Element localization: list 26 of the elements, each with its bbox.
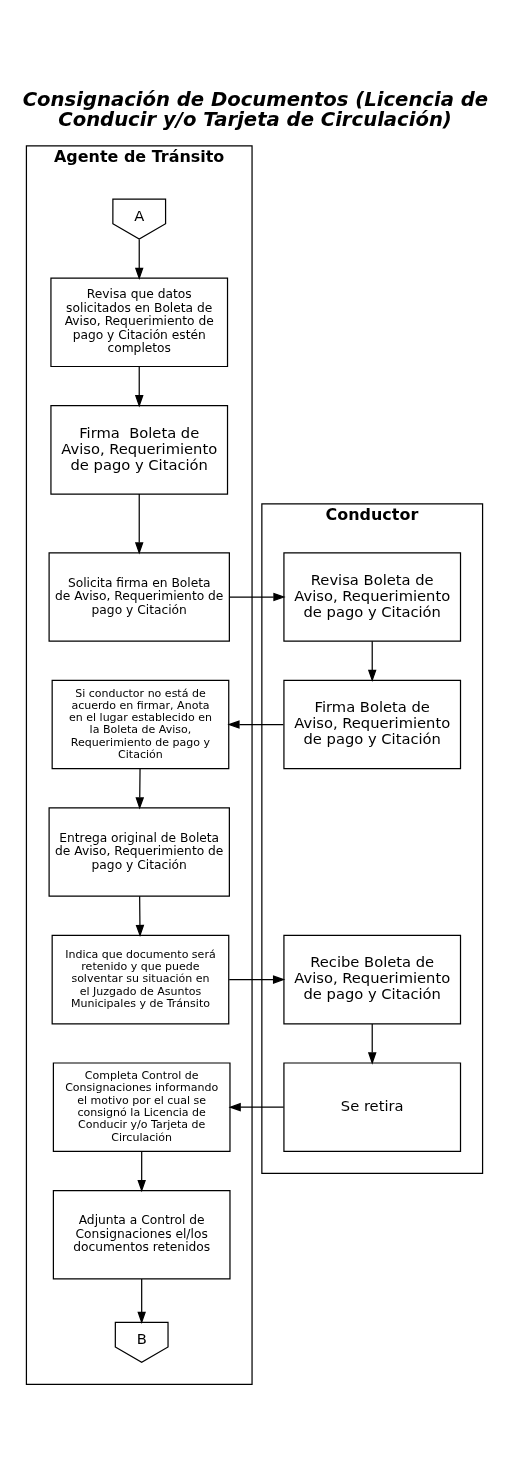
node-box: Revisa que datos solicitados en Boleta de Aviso, Requerimiento de pago y Citación estén completos xyxy=(50,277,229,367)
arrow xyxy=(367,1022,377,1065)
arrow xyxy=(135,895,145,937)
node-box: Se retira xyxy=(283,1061,462,1152)
node-box: Entrega original de Boleta de Aviso, Requerimiento de pago y Citación xyxy=(48,806,230,897)
arrow xyxy=(367,640,377,682)
node-box: Completa Control de Consignaciones informando el motivo por el cual se consignó la Licencia de Conducir y/o Tarjeta de Circulación xyxy=(52,1061,231,1152)
node-box: Firma Boleta de Aviso, Requerimiento de pago y Citación xyxy=(283,679,462,769)
diagram-title: Consignación de Documentos (Licencia de Conducir y/o Tarjeta de Circulación) xyxy=(22,87,489,131)
arrow xyxy=(137,1150,146,1192)
arrow xyxy=(137,1277,146,1324)
node-box: Firma Boleta de Aviso, Requerimiento de pago y Citación xyxy=(50,404,229,495)
arrow xyxy=(134,493,144,555)
arrow xyxy=(135,767,145,810)
node-box: Adjunta a Control de Consignaciones el/los documentos retenidos xyxy=(52,1189,231,1279)
node-box: Revisa Boleta de Aviso, Requerimiento de pago y Citación xyxy=(283,551,462,642)
arrow xyxy=(134,238,144,280)
node-box: Solicita firma en Boleta de Aviso, Requerimiento de pago y Citación xyxy=(48,551,230,642)
arrow xyxy=(228,974,286,984)
node-box: Si conductor no está de acuerdo en firmar, Anota en el lugar establecido en la Boleta de Aviso, Requerimiento de pago y Citación xyxy=(51,679,230,769)
node-box: Recibe Boleta de Aviso, Requerimiento de pago y Citación xyxy=(283,934,462,1024)
arrow xyxy=(229,592,286,601)
arrow xyxy=(227,719,284,729)
arrow xyxy=(228,1102,285,1111)
node-box: Indica que documento será retenido y que puede solventar su situación en el Juzgado de Asuntos Municipales y de Tránsito xyxy=(51,934,230,1024)
arrow xyxy=(134,365,144,407)
